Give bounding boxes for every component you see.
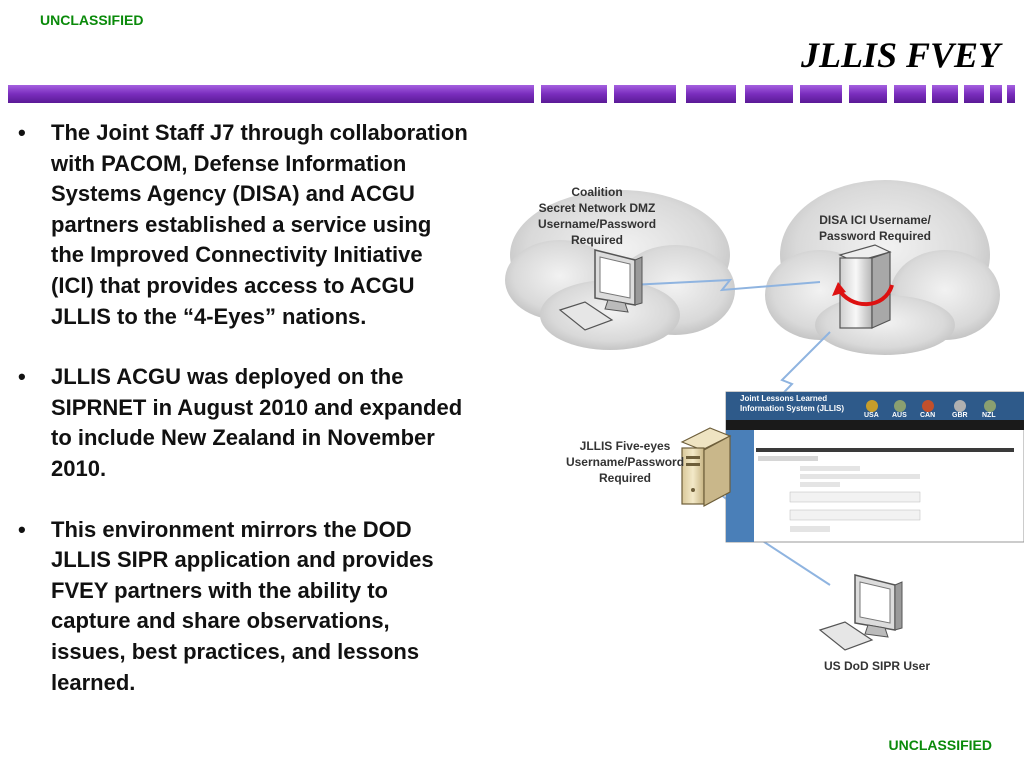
disa-server-icon: [832, 244, 894, 329]
bullet-line: JLLIS SIPR application and provides: [51, 547, 434, 573]
bullet-line: FVEY partners with the ability to: [51, 577, 388, 603]
title-underline-band: [8, 85, 1015, 103]
bullet-line: Systems Agency (DISA) and ACGU: [51, 181, 415, 207]
jllis-label-line: Username/Password: [565, 455, 685, 469]
bullet-line: learned.: [51, 669, 136, 695]
us-user-label: US DoD SIPR User: [823, 659, 931, 673]
coalition-cloud: [505, 190, 735, 350]
coalition-label-line: Username/Password: [537, 217, 657, 231]
app-header-title: Joint Lessons Learned Information System…: [740, 394, 844, 414]
bullet-line: with PACOM, Defense Information: [51, 150, 407, 176]
app-flag-label-nzl: NZL: [982, 412, 996, 419]
coalition-label-line: Required: [570, 233, 623, 247]
disa-label-line: DISA ICI Username/: [819, 213, 931, 227]
bullet-item: The Joint Staff J7 through collaboration…: [18, 118, 538, 332]
bullet-line: capture and share observations,: [51, 608, 390, 634]
classification-top: UNCLASSIFIED: [40, 12, 144, 28]
network-diagram-art: [505, 180, 1024, 651]
bullet-line: SIPRNET in August 2010 and expanded: [51, 394, 463, 420]
jllis-label-line: JLLIS Five-eyes: [579, 439, 671, 453]
app-flag-label-aus: AUS: [892, 412, 907, 419]
bullet-line: to include New Zealand in November: [51, 425, 435, 451]
bullet-line: issues, best practices, and lessons: [51, 638, 420, 664]
bullet-list: The Joint Staff J7 through collaboration…: [18, 118, 538, 728]
app-flag-label-usa: USA: [864, 412, 879, 419]
app-header-line: Joint Lessons Learned: [740, 394, 828, 403]
bullet-line: JLLIS to the “4-Eyes” nations.: [51, 303, 367, 329]
bullet-line: The Joint Staff J7 through collaboration: [51, 120, 468, 145]
network-diagram: Coalition Secret Network DMZ Username/Pa…: [500, 160, 1024, 700]
bullet-line: 2010.: [51, 455, 107, 481]
jllis-app-screenshot: [725, 391, 1024, 543]
jllis-label-line: Required: [598, 471, 651, 485]
classification-bottom: UNCLASSIFIED: [888, 737, 992, 753]
bullet-item: JLLIS ACGU was deployed on the SIPRNET i…: [18, 362, 538, 484]
jllis-label: JLLIS Five-eyes Username/Password Requir…: [550, 438, 700, 486]
bullet-line: This environment mirrors the DOD: [51, 516, 412, 542]
us-user-workstation-icon: [818, 574, 903, 651]
disa-label-line: Password Required: [818, 229, 932, 243]
bullet-line: the Improved Connectivity Initiative: [51, 242, 423, 268]
disa-label: DISA ICI Username/ Password Required: [800, 212, 950, 244]
app-flag-label-can: CAN: [920, 412, 936, 419]
coalition-workstation-icon: [558, 249, 643, 331]
app-flag-label-gbr: GBR: [952, 412, 968, 419]
coalition-label: Coalition Secret Network DMZ Username/Pa…: [522, 184, 672, 248]
bullet-line: (ICI) that provides access to ACGU: [51, 272, 415, 298]
coalition-label-line: Coalition: [571, 185, 623, 199]
bullet-line: partners established a service using: [51, 211, 432, 237]
app-header-line: Information System (JLLIS): [740, 404, 845, 413]
link-coalition-disa: [629, 278, 821, 292]
slide-title: JLLIS FVEY: [800, 35, 1000, 75]
bullet-line: JLLIS ACGU was deployed on the: [51, 364, 404, 390]
jllis-server-icon: [680, 427, 732, 508]
bullet-item: This environment mirrors the DOD JLLIS S…: [18, 515, 538, 699]
coalition-label-line: Secret Network DMZ: [538, 201, 656, 215]
